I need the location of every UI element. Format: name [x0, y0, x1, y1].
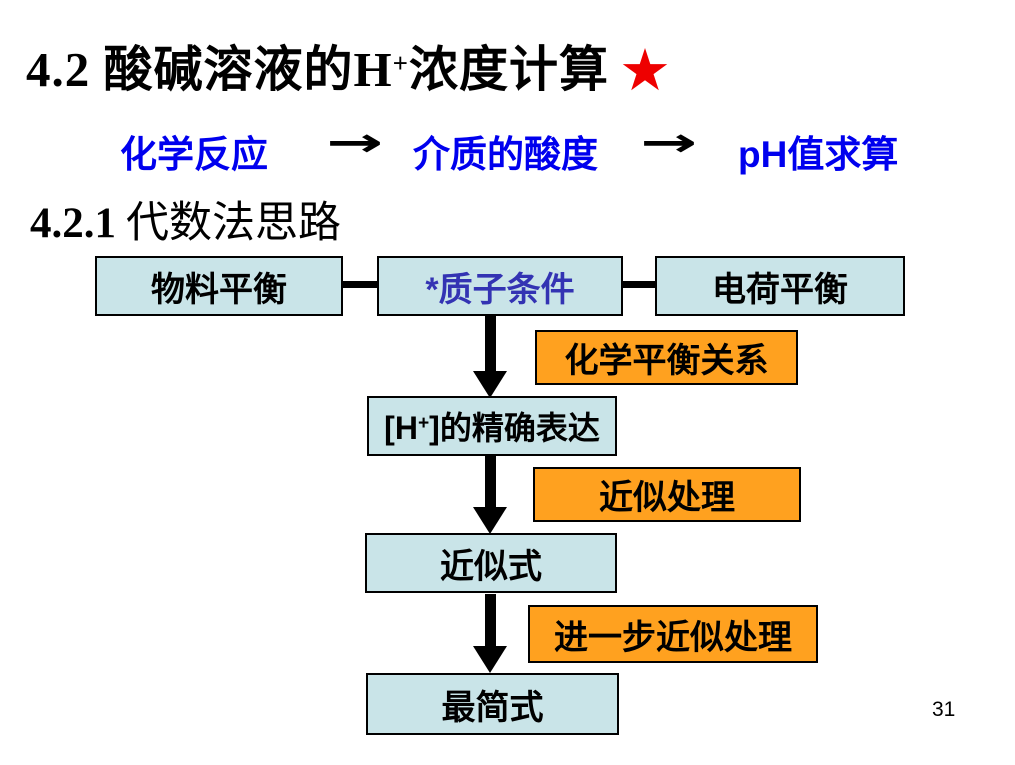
box-charge-balance-label: 电荷平衡 — [712, 270, 848, 309]
flow-item-ph-calculation: pH值求算 — [738, 134, 899, 175]
box-simplest-formula: 最简式 — [366, 673, 619, 735]
connector-line — [341, 281, 379, 288]
arrow-head — [473, 646, 507, 673]
flow-item-chemical-reaction: 化学反应 — [120, 134, 268, 175]
label-chemical-equilibrium-text: 化学平衡关系 — [564, 342, 769, 380]
down-arrow-icon — [473, 315, 507, 398]
arrow-shaft — [484, 594, 496, 646]
connector-line — [621, 281, 657, 288]
label-chemical-equilibrium: 化学平衡关系 — [535, 330, 798, 385]
label-approximation-text: 近似处理 — [599, 479, 735, 517]
down-arrow-icon — [473, 594, 507, 673]
box-exact-expression-label: [H+]的精确表达 — [384, 403, 600, 449]
page-number: 31 — [932, 698, 956, 721]
subtitle-text: 代数法思路 — [126, 200, 341, 247]
arrow-head — [473, 507, 507, 534]
box-material-balance-label: 物料平衡 — [151, 270, 287, 309]
box-simplest-formula-label: 最简式 — [441, 688, 544, 727]
title-text: 4.2 酸碱溶液的H — [26, 42, 393, 97]
box-charge-balance: 电荷平衡 — [655, 256, 905, 316]
box-proton-condition-label: *质子条件 — [425, 270, 575, 309]
star-icon: ★ — [619, 36, 672, 104]
flow-item-medium-acidity: 介质的酸度 — [413, 134, 598, 175]
box-material-balance: 物料平衡 — [95, 256, 343, 316]
exact-expression-post: ]的精确表达 — [429, 410, 600, 446]
box-proton-condition: *质子条件 — [377, 256, 623, 316]
box-exact-expression: [H+]的精确表达 — [367, 396, 617, 456]
right-arrow-icon: → — [640, 120, 698, 166]
box-approximate-formula-label: 近似式 — [440, 547, 542, 586]
box-approximate-formula: 近似式 — [365, 533, 617, 593]
arrow-head — [473, 371, 507, 398]
label-further-approximation-text: 进一步近似处理 — [554, 618, 792, 657]
down-arrow-icon — [473, 456, 507, 534]
subtitle-number: 4.2.1 — [30, 200, 116, 247]
page-title: 4.2 酸碱溶液的H+浓度计算★ — [26, 30, 672, 104]
arrow-shaft — [484, 456, 496, 507]
exact-expression-sup: + — [417, 413, 430, 434]
arrow-shaft — [484, 315, 496, 371]
title-superscript: + — [392, 48, 409, 78]
title-text-after: 浓度计算 — [408, 42, 609, 97]
label-further-approximation: 进一步近似处理 — [528, 605, 818, 663]
label-approximation: 近似处理 — [533, 467, 801, 522]
exact-expression-pre: [H — [384, 410, 418, 446]
right-arrow-icon: → — [326, 120, 384, 166]
